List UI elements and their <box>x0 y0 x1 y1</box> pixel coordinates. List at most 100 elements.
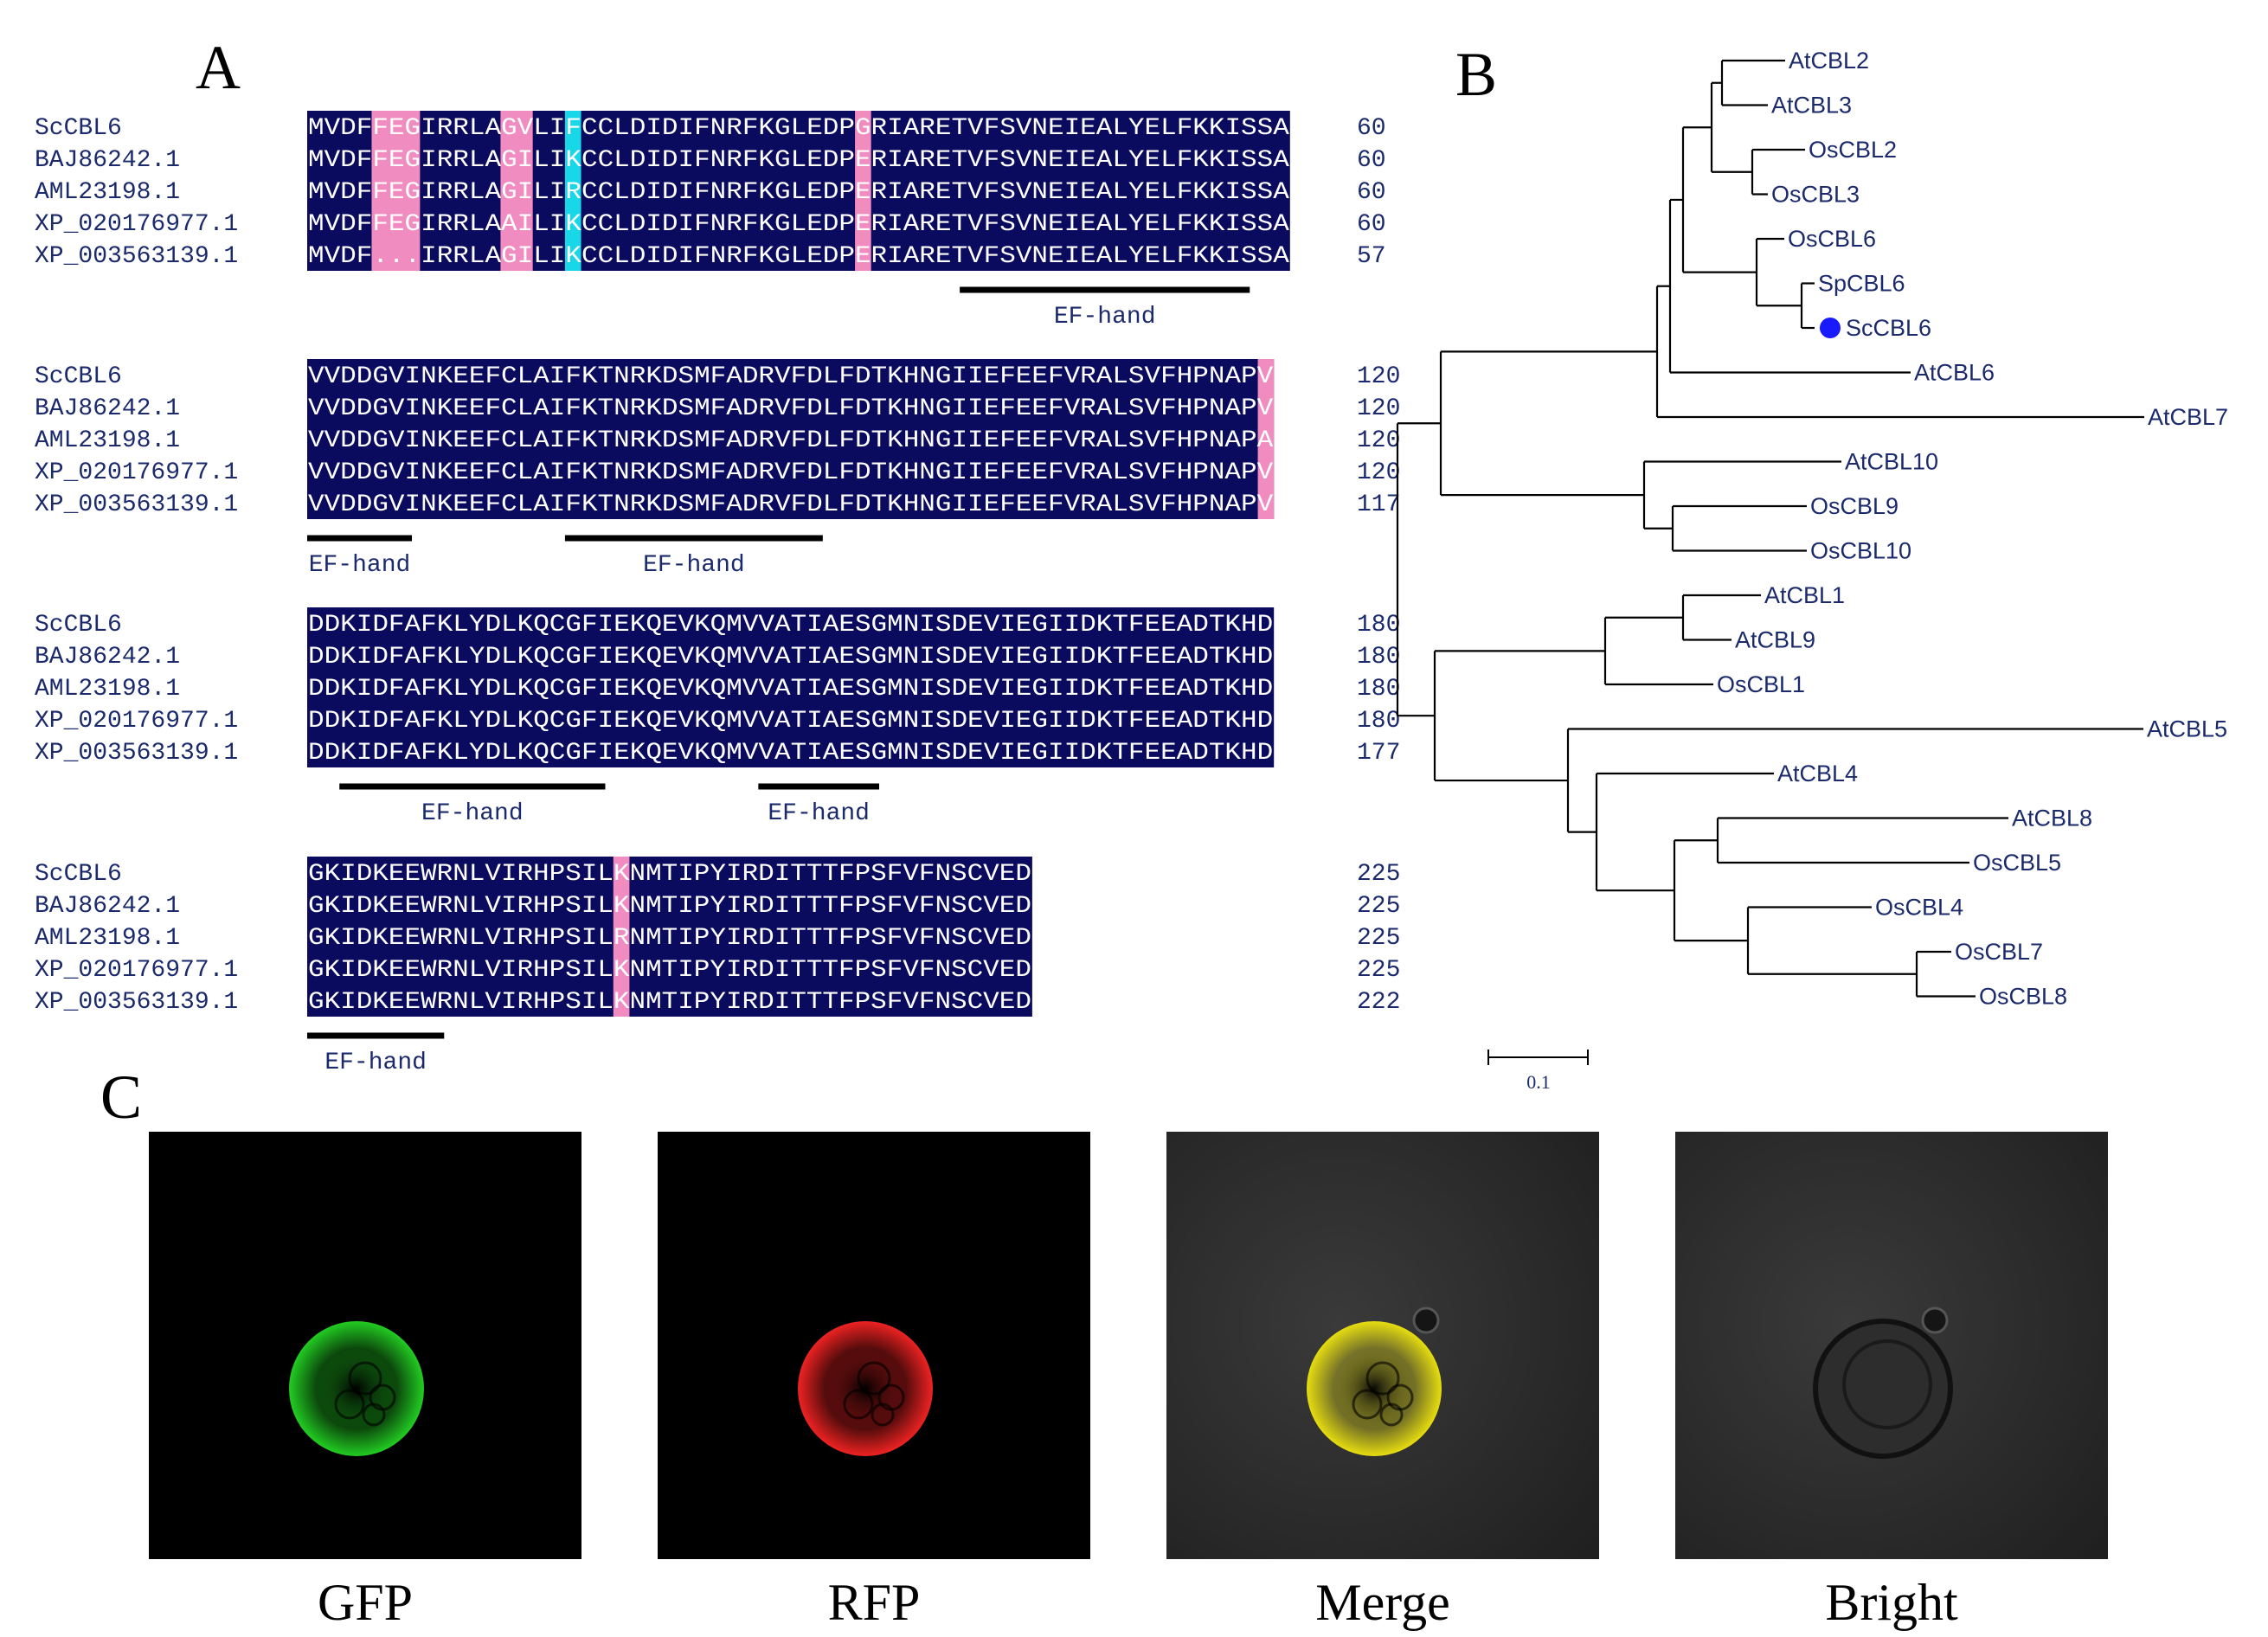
ef-hand-label: EF-hand <box>1054 304 1156 331</box>
sequence-name: XP_020176977.1 <box>35 459 238 486</box>
ef-hand-label: EF-hand <box>309 552 411 579</box>
sequence-residues: GKIDKEEWRNLVIRHPSILKNMTIPYIRDITTTFPSFVFN… <box>308 957 1031 984</box>
sequence-position: 60 <box>1357 211 1386 238</box>
sequence-residues: GKIDKEEWRNLVIRHPSILKNMTIPYIRDITTTFPSFVFN… <box>308 893 1031 920</box>
sequence-name: XP_020176977.1 <box>35 957 238 984</box>
sequence-name: XP_020176977.1 <box>35 211 238 238</box>
micrograph-rfp <box>658 1132 1090 1559</box>
sequence-residues: VVDDGVINKEEFCLAIFKTNRKDSMFADRVFDLFDTKHNG… <box>308 491 1273 518</box>
tree-leaf-label: OsCBL9 <box>1810 493 1899 519</box>
sequence-residues: VVDDGVINKEEFCLAIFKTNRKDSMFADRVFDLFDTKHNG… <box>308 395 1273 422</box>
ef-hand-label: EF-hand <box>643 552 745 579</box>
sequence-residues: MVDFFEGIRRLAGVLIFCCLDIDIFNRFKGLEDPGRIARE… <box>308 115 1289 142</box>
phylogenetic-tree: AtCBL2AtCBL3OsCBL2OsCBL3OsCBL6SpCBL6ScCB… <box>1396 48 2228 1093</box>
sequence-name: AML23198.1 <box>35 676 180 703</box>
tree-leaf-label: OsCBL7 <box>1955 939 2043 965</box>
tree-leaf-label: OsCBL5 <box>1973 850 2061 876</box>
sequence-position: 117 <box>1357 491 1400 518</box>
similar-column <box>371 111 421 271</box>
sequence-name: BAJ86242.1 <box>35 147 180 174</box>
sequence-name: ScCBL6 <box>35 115 122 142</box>
sequence-alignment: ScCBL6 MVDFFEGIRRLAGVLIFCCLDIDIFNRFKGLEDP… <box>35 111 1400 1076</box>
sequence-name: XP_003563139.1 <box>35 989 238 1016</box>
sequence-residues: MVDFFEGIRRLAGILIRCCLDIDIFNRFKGLEDPERIARE… <box>308 179 1289 206</box>
panel-label-c: C <box>100 1062 143 1132</box>
identical-background <box>307 857 1032 1017</box>
tree-leaf-label: OsCBL10 <box>1810 538 1911 564</box>
sequence-name: XP_020176977.1 <box>35 708 238 735</box>
sequence-position: 60 <box>1357 179 1386 206</box>
panel-label-a: A <box>196 33 241 102</box>
sequence-residues: GKIDKEEWRNLVIRHPSILRNMTIPYIRDITTTFPSFVFN… <box>308 925 1031 952</box>
sequence-name: ScCBL6 <box>35 861 122 888</box>
tree-leaf-label: AtCBL5 <box>2147 716 2227 742</box>
identical-background <box>307 359 1275 519</box>
micrograph-label: RFP <box>827 1574 921 1631</box>
scale-bar-label: 0.1 <box>1526 1071 1551 1093</box>
ef-hand-label: EF-hand <box>768 800 870 827</box>
sequence-position: 180 <box>1357 676 1400 703</box>
sequence-name: XP_003563139.1 <box>35 740 238 767</box>
panel-label-b: B <box>1455 40 1498 109</box>
tree-leaf-label: AtCBL8 <box>2012 806 2092 831</box>
tree-leaf-label: AtCBL1 <box>1764 582 1845 608</box>
tree-leaf-label: AtCBL2 <box>1789 48 1869 74</box>
micrograph-merge <box>1166 1132 1599 1559</box>
sequence-residues: MVDFFEGIRRLAGILIKCCLDIDIFNRFKGLEDPERIARE… <box>308 147 1289 174</box>
sequence-name: ScCBL6 <box>35 363 122 390</box>
sequence-residues: DDKIDFAFKLYDLKQCGFIEKQEVKQMVVATIAESGMNIS… <box>308 612 1273 639</box>
sequence-residues: MVDFFEGIRRLAAILIKCCLDIDIFNRFKGLEDPERIARE… <box>308 211 1289 238</box>
micrograph-label: GFP <box>317 1574 414 1631</box>
micrograph-label: Merge <box>1315 1574 1450 1631</box>
similar-column <box>613 857 630 1017</box>
sequence-name: AML23198.1 <box>35 179 180 206</box>
tree-leaf-label: OsCBL3 <box>1771 182 1860 208</box>
tree-leaf-label: OsCBL8 <box>1979 984 2067 1010</box>
tree-leaf-label: ScCBL6 <box>1846 315 1931 341</box>
sequence-residues: MVDF...IRRLAGILIKCCLDIDIFNRFKGLEDPERIARE… <box>308 243 1289 270</box>
similar-column <box>1257 359 1275 519</box>
sequence-residues: VVDDGVINKEEFCLAIFKTNRKDSMFADRVFDLFDTKHNG… <box>308 459 1273 486</box>
similar-column <box>855 111 871 271</box>
sequence-name: BAJ86242.1 <box>35 893 180 920</box>
tree-leaf-label: AtCBL3 <box>1771 93 1852 119</box>
cell <box>798 1321 933 1456</box>
sequence-residues: VVDDGVINKEEFCLAIFKTNRKDSMFADRVFDLFDTKHNG… <box>308 363 1273 390</box>
sequence-residues: GKIDKEEWRNLVIRHPSILKNMTIPYIRDITTTFPSFVFN… <box>308 989 1031 1016</box>
tree-leaf-label: AtCBL7 <box>2148 404 2228 430</box>
micrograph-label: Bright <box>1825 1574 1958 1631</box>
tree-leaf-label: OsCBL2 <box>1809 137 1897 163</box>
sequence-position: 120 <box>1357 427 1400 454</box>
sequence-position: 120 <box>1357 363 1400 390</box>
sequence-position: 60 <box>1357 115 1386 142</box>
sequence-position: 120 <box>1357 459 1400 486</box>
tree-branches <box>1396 59 2144 998</box>
micrograph-gfp <box>149 1132 581 1559</box>
similar-column <box>500 111 533 271</box>
sequence-position: 225 <box>1357 861 1400 888</box>
sequence-residues: DDKIDFAFKLYDLKQCGFIEKQEVKQMVVATIAESGMNIS… <box>308 740 1273 767</box>
sequence-residues: DDKIDFAFKLYDLKQCGFIEKQEVKQMVVATIAESGMNIS… <box>308 676 1273 703</box>
tree-leaf-label: AtCBL6 <box>1914 360 1995 386</box>
sequence-position: 180 <box>1357 644 1400 671</box>
tree-leaf-label: AtCBL9 <box>1735 627 1815 653</box>
sequence-name: BAJ86242.1 <box>35 395 180 422</box>
sequence-position: 180 <box>1357 708 1400 735</box>
ef-hand-label: EF-hand <box>324 1050 427 1076</box>
sequence-position: 60 <box>1357 147 1386 174</box>
sequence-name: XP_003563139.1 <box>35 491 238 518</box>
sequence-name: AML23198.1 <box>35 925 180 952</box>
sequence-position: 57 <box>1357 243 1386 270</box>
identical-background <box>307 111 1290 271</box>
sequence-residues: DDKIDFAFKLYDLKQCGFIEKQEVKQMVVATIAESGMNIS… <box>308 644 1273 671</box>
sequence-residues: DDKIDFAFKLYDLKQCGFIEKQEVKQMVVATIAESGMNIS… <box>308 708 1273 735</box>
partial-column <box>564 111 581 271</box>
sequence-position: 222 <box>1357 989 1400 1016</box>
sequence-name: BAJ86242.1 <box>35 644 180 671</box>
sequence-position: 225 <box>1357 893 1400 920</box>
sequence-residues: VVDDGVINKEEFCLAIFKTNRKDSMFADRVFDLFDTKHNG… <box>308 427 1273 454</box>
sequence-name: AML23198.1 <box>35 427 180 454</box>
sequence-position: 180 <box>1357 612 1400 639</box>
